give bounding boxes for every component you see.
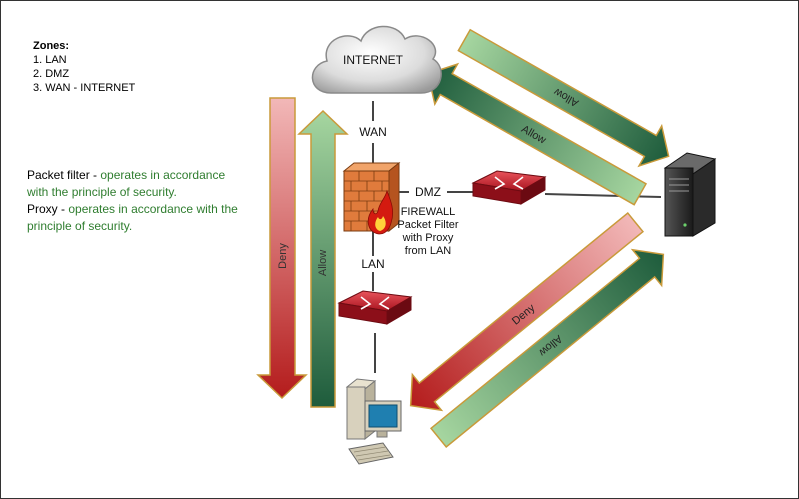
firewall-label-line3: with Proxy bbox=[402, 232, 454, 244]
internet-label: INTERNET bbox=[343, 53, 404, 67]
server-side bbox=[692, 158, 716, 237]
zone-item-lan: 1. LAN bbox=[33, 54, 67, 66]
arrow-deny-vertical: Deny bbox=[256, 97, 308, 400]
zones-title: Zones: bbox=[33, 40, 70, 52]
zones-legend: Zones: 1. LAN 2. DMZ 3. WAN - INTERNET bbox=[33, 39, 135, 95]
lan-label: LAN bbox=[361, 257, 384, 271]
arrow-allow-top-to-server-shape bbox=[457, 28, 670, 168]
network-links bbox=[372, 101, 662, 373]
pc-icon bbox=[345, 378, 402, 465]
arrow-deny-server-to-pc-shape bbox=[409, 212, 645, 412]
arrow-deny-vertical-label: Deny bbox=[277, 243, 289, 269]
arrow-allow-pc-to-server-shape bbox=[429, 248, 665, 448]
filter-description: Packet filter - operates in accordance w… bbox=[27, 167, 242, 235]
dmz-router-side bbox=[520, 176, 546, 205]
pc-tower-front bbox=[346, 386, 366, 440]
arrow-allow-vertical: Allow bbox=[297, 109, 349, 408]
firewall-flame-core bbox=[375, 216, 386, 231]
server-led bbox=[683, 223, 687, 227]
packet-filter-text: operates in accordance with the principl… bbox=[27, 168, 226, 199]
internet-cloud-icon: INTERNET bbox=[311, 25, 442, 94]
lan-router-side bbox=[386, 296, 412, 325]
dmz-router-arrows bbox=[494, 176, 524, 190]
proxy-text: operates in accordance with the principl… bbox=[27, 202, 238, 233]
wan-label: WAN bbox=[359, 125, 387, 139]
firewall-label-line2: Packet Filter bbox=[397, 219, 458, 231]
zone-item-wan: 3. WAN - INTERNET bbox=[33, 82, 136, 94]
server-front bbox=[664, 167, 694, 237]
arrow-allow-top-to-server: Allow bbox=[457, 28, 670, 168]
packet-filter-term: Packet filter - bbox=[27, 168, 98, 182]
firewall-flame-icon bbox=[367, 189, 394, 235]
arrow-deny-server-to-pc: Deny bbox=[409, 212, 645, 412]
lan-router-icon bbox=[337, 290, 413, 325]
link-router-server bbox=[544, 193, 662, 198]
arrow-allow-to-internet-shape bbox=[427, 62, 648, 206]
proxy-term: Proxy - bbox=[27, 202, 66, 216]
internet-cloud-shape bbox=[311, 25, 442, 94]
arrow-allow-vertical-label: Allow bbox=[317, 250, 329, 276]
pc-monitor-screen bbox=[368, 404, 398, 428]
dmz-label: DMZ bbox=[415, 185, 441, 199]
server-icon bbox=[663, 152, 717, 237]
lan-router-arrows bbox=[360, 296, 390, 310]
firewall-label-line4: from LAN bbox=[405, 245, 452, 257]
arrow-allow-vertical-shape bbox=[297, 109, 349, 408]
zone-item-dmz: 2. DMZ bbox=[33, 68, 70, 80]
arrow-deny-vertical-shape bbox=[256, 97, 308, 400]
firewall-label-line1: FIREWALL bbox=[401, 206, 456, 218]
dmz-router-icon bbox=[471, 170, 547, 205]
firewall-icon bbox=[342, 161, 401, 235]
arrow-allow-pc-to-server: Allow bbox=[429, 248, 665, 448]
pc-monitor-stand bbox=[376, 430, 388, 438]
arrow-allow-to-internet: Allow bbox=[427, 62, 648, 206]
